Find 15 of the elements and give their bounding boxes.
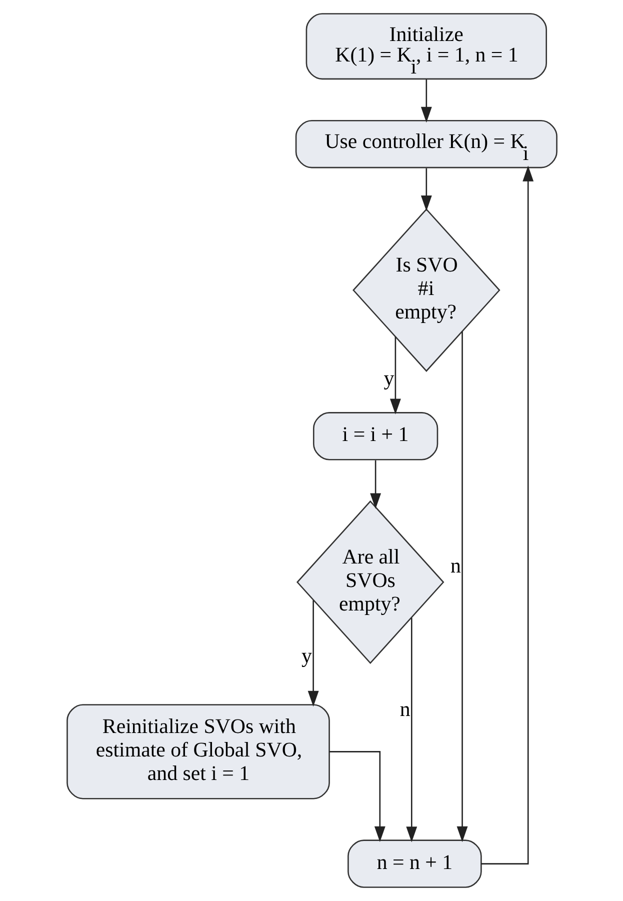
node-box: Reinitialize SVOs with estimate of Global SVO, and set i = 1 <box>66 704 330 800</box>
node-box: i = i + 1 <box>312 412 438 460</box>
edge-label: n <box>399 696 410 721</box>
arrow <box>328 751 385 842</box>
edge-label: n <box>450 553 460 578</box>
arrow <box>307 600 318 707</box>
arrow <box>389 336 400 414</box>
node-diamond: Is SVO #i empty? <box>352 208 500 372</box>
arrow <box>406 618 417 842</box>
node-box: n = n + 1 <box>347 840 482 888</box>
arrow <box>420 168 432 212</box>
arrow <box>456 331 468 842</box>
arrow <box>420 79 432 123</box>
arrow <box>480 166 534 864</box>
arrow <box>370 460 381 509</box>
